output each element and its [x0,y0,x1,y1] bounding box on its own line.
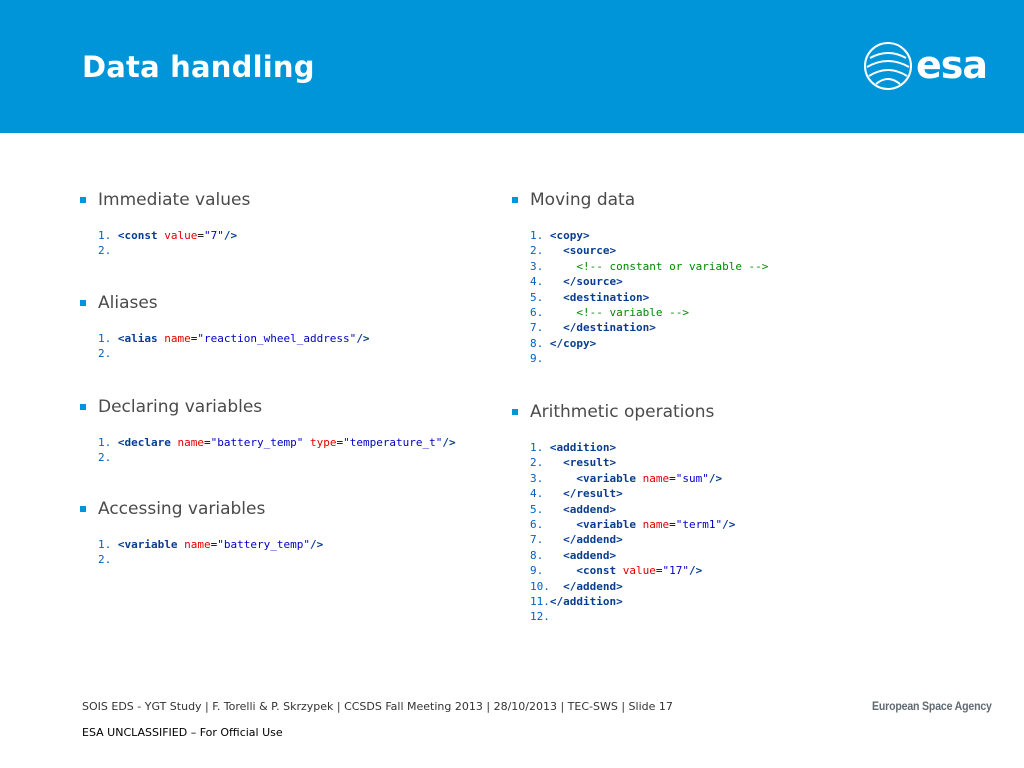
bullet-item: Arithmetic operations [512,402,992,426]
bullet-item: Immediate values [80,190,500,214]
esa-logo: esa [864,42,988,90]
code-block: 1. <alias name="reaction_wheel_address"/… [98,332,370,361]
bullet-item: Aliases [80,293,500,317]
code-block: 1. <copy> 2. <source> 3. <!-- constant o… [530,229,769,366]
bullet-icon [80,197,86,203]
code-block: 1. <const value="7"/> 2. [98,229,238,258]
bullet-icon [80,506,86,512]
bullet-icon [512,409,518,415]
section-immediate-values: Immediate values 1. <const value="7"/> 2… [80,190,500,257]
section-heading: Arithmetic operations [530,402,715,422]
esa-globe-icon [864,42,912,90]
section-heading: Declaring variables [98,397,263,417]
section-heading: Accessing variables [98,499,266,519]
section-declaring-variables: Declaring variables 1. <declare name="ba… [80,397,500,464]
code-block: 1. <variable name="battery_temp"/> 2. [98,538,324,567]
footer-text: SOIS EDS - YGT Study | F. Torelli & P. S… [82,700,673,713]
header-bar: Data handling esa [0,0,1024,133]
section-heading: Moving data [530,190,636,210]
code-block: 1. <declare name="battery_temp" type="te… [98,436,456,465]
code-block: 1. <addition> 2. <result> 3. <variable n… [530,441,736,624]
bullet-item: Declaring variables [80,397,500,421]
section-accessing-variables: Accessing variables 1. <variable name="b… [80,499,500,566]
section-heading: Immediate values [98,190,251,210]
page-title: Data handling [82,50,315,84]
section-moving-data: Moving data 1. <copy> 2. <source> 3. <!-… [512,190,992,365]
section-aliases: Aliases 1. <alias name="reaction_wheel_a… [80,293,500,360]
bullet-icon [512,197,518,203]
classification-label: ESA UNCLASSIFIED – For Official Use [82,726,283,739]
bullet-item: Moving data [512,190,992,214]
esa-logo-text: esa [916,43,987,87]
bullet-icon [80,300,86,306]
section-heading: Aliases [98,293,158,313]
section-arithmetic-operations: Arithmetic operations 1. <addition> 2. <… [512,402,992,623]
footer-agency: European Space Agency [872,699,992,713]
bullet-icon [80,404,86,410]
bullet-item: Accessing variables [80,499,500,523]
